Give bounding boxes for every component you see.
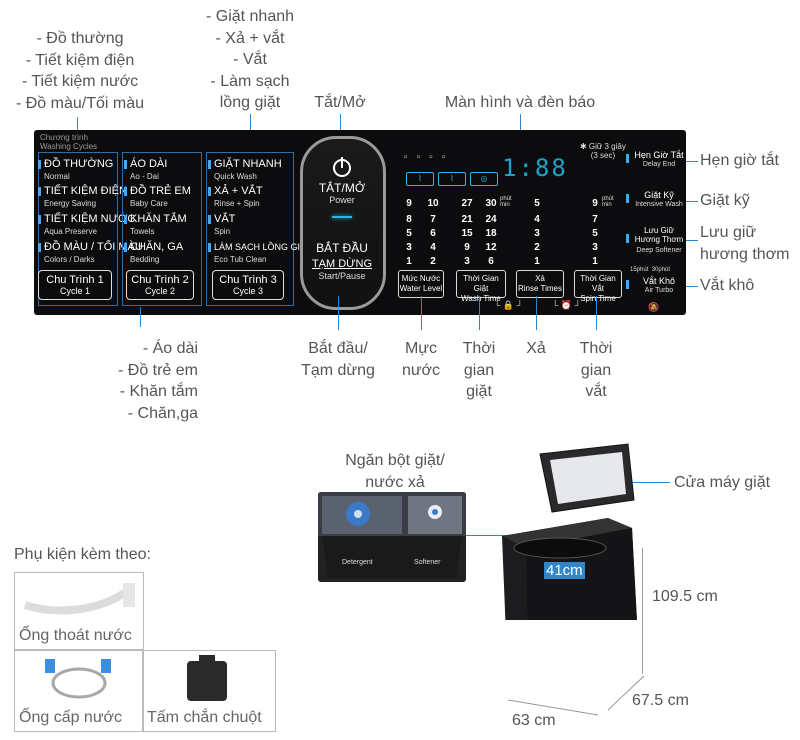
accessory-drain-hose: Ống thoát nước <box>14 572 144 650</box>
accessory-rodent-guard: Tấm chắn chuột <box>142 650 276 732</box>
water-level-button[interactable]: Mức Nước Water Level <box>398 270 444 298</box>
wash-indicator-icon: ⌇ <box>406 172 434 186</box>
callout-intensive: Giặt kỹ <box>700 192 750 209</box>
cycle-group-3-frame <box>206 152 294 306</box>
cycle-3-button[interactable]: Chu Trình 3 Cycle 3 <box>212 270 284 300</box>
callout-group1: - Đồ thường - Tiết kiệm điện - Tiết kiệm… <box>15 30 145 112</box>
callout-rinse: Xả <box>526 340 546 357</box>
spin-time-button[interactable]: Thời Gian Vắt Spin Time <box>574 270 622 303</box>
drain-hose-icon <box>23 583 135 615</box>
drawer-illustration <box>318 492 466 578</box>
callout-spin-time: Thời gian vắt <box>579 340 613 400</box>
hold-note: ✱ Giữ 3 giây (3 sec) <box>580 142 626 160</box>
accessory-inlet-hose: Ống cấp nước <box>14 650 144 732</box>
drawer-detergent-caption: Detergent <box>342 559 373 566</box>
callout-display: Màn hình và đèn báo <box>444 94 596 111</box>
power-button[interactable]: TẮT/MỞ Power <box>302 140 382 220</box>
height-dimension: 109.5 cm <box>652 588 718 605</box>
callout-power: Tắt/Mở <box>314 94 366 111</box>
width-dimension: 63 cm <box>512 712 556 729</box>
drum-width-label: 41cm <box>544 562 585 579</box>
mute-icon: 🔕 <box>648 302 660 312</box>
rinse-indicator-icon: ⌇ <box>438 172 466 186</box>
callout-start: Bắt đầu/ Tạm dừng <box>301 340 375 379</box>
callout-air-turbo: Vắt khô <box>700 277 755 294</box>
status-icons-row: ▫▫▫▫ <box>404 152 455 163</box>
wash-time-button[interactable]: Thời Gian Giặt Wash Time <box>456 270 506 303</box>
rinse-button[interactable]: Xả Rinse Times <box>516 270 564 298</box>
cycles-header: Chương trình Washing Cycles <box>40 133 98 151</box>
depth-dimension: 67.5 cm <box>632 692 689 709</box>
child-lock-icon: └ 🔒 ┘ <box>494 300 523 310</box>
grid-unit-spin: phút min <box>602 196 614 208</box>
cycle-group-2-frame <box>122 152 202 306</box>
power-start-bezel <box>300 136 386 310</box>
depth-width-dim-lines <box>507 675 645 716</box>
callout-softener: Lưu giữ hương thơm <box>700 224 790 263</box>
deep-softener-option[interactable]: Lưu Giữ Hương Thơm Deep Softener <box>626 226 683 256</box>
turbo-times: 15phút 30phút <box>630 267 671 273</box>
power-icon <box>333 157 351 177</box>
spin-indicator-icon: ◎ <box>470 172 498 186</box>
callout-wash-time: Thời gian giặt <box>462 340 496 400</box>
cycle-1-button[interactable]: Chu Trình 1 Cycle 1 <box>38 270 112 300</box>
intensive-wash-option[interactable]: Giặt Kỹ Intensive Wash <box>626 190 683 210</box>
start-pause-button[interactable]: BẮT ĐẦU TẠM DỪNG Start/Pause <box>311 241 373 281</box>
power-led <box>332 216 352 218</box>
detergent-drawer-image: Detergent Softener <box>318 492 466 582</box>
drawer-label: Ngăn bột giặt/ nước xả <box>345 452 445 491</box>
air-turbo-option[interactable]: Vắt Khô Air Turbo <box>626 276 682 298</box>
inlet-hose-icon <box>45 659 111 699</box>
callout-water: Mực nước <box>401 340 441 379</box>
alarm-icon: └ ⏰ ┘ <box>552 300 581 310</box>
drawer-softener-caption: Softener <box>414 559 441 566</box>
digital-display: 1:88 <box>502 154 568 182</box>
accessories-title: Phụ kiện kèm theo: <box>14 546 151 563</box>
callout-delay-end: Hẹn giờ tắt <box>700 152 779 169</box>
cycle-2-button[interactable]: Chu Trình 2 Cycle 2 <box>126 270 194 300</box>
callout-lid: Cửa máy giặt <box>674 474 771 491</box>
grid-unit-wash: phút min <box>500 196 512 208</box>
cycle-group-1-frame <box>38 152 118 306</box>
callout-group3: - Giặt nhanh - Xả + vắt - Vắt - Làm sạch… <box>205 8 295 111</box>
rodent-guard-icon <box>187 655 227 701</box>
delay-end-option[interactable]: Hẹn Giờ Tắt Delay End <box>626 150 684 170</box>
washing-machine-image <box>502 443 637 620</box>
callout-group2: - Áo dài - Đồ trẻ em - Khăn tắm - Chăn,g… <box>117 340 198 422</box>
